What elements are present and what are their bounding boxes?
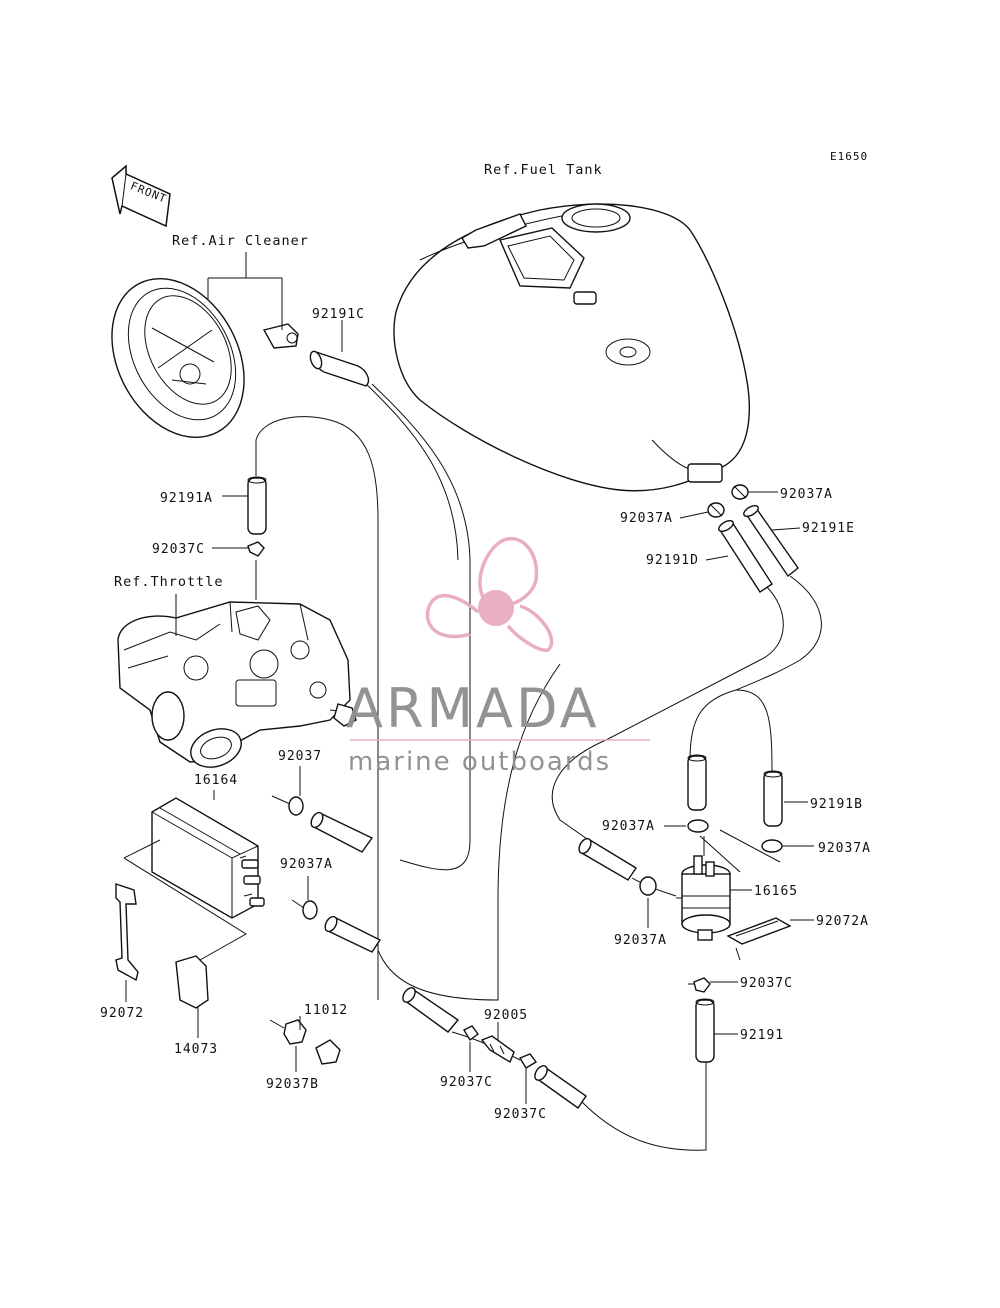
label-16164: 16164 <box>194 773 238 788</box>
label-92191a: 92191A <box>160 491 213 506</box>
label-92037a-tank-left: 92037A <box>620 511 673 526</box>
fuel-pump-16165-illustration <box>676 855 731 941</box>
diagram-code: E1650 <box>830 150 868 163</box>
clamp-92037c-pump <box>688 977 711 993</box>
label-14073: 14073 <box>174 1042 218 1057</box>
label-92037c-mid: 92037C <box>440 1075 493 1090</box>
hose-canister-lower <box>324 915 382 953</box>
label-11012: 11012 <box>304 1003 348 1018</box>
label-92191d: 92191D <box>646 553 699 568</box>
clamp-92037c-mid <box>463 1025 479 1042</box>
canister-16164-illustration <box>151 797 265 919</box>
cap-11012-illustration <box>315 1039 341 1065</box>
watermark-brand: ARMADA <box>346 677 600 740</box>
ref-fuel-tank-label: Ref.Fuel Tank <box>484 162 603 178</box>
pad-14073-illustration <box>175 955 209 1009</box>
label-92037b: 92037B <box>266 1077 319 1092</box>
label-92037a-pump-right: 92037A <box>818 841 871 856</box>
label-92037c-bottom: 92037C <box>494 1107 547 1122</box>
hose-canister-upper <box>310 811 374 853</box>
clamp-92037a-pump-top <box>687 819 709 833</box>
clamp-92037a-canister <box>291 899 318 920</box>
clamps <box>240 484 783 1069</box>
label-92072: 92072 <box>100 1006 144 1021</box>
clamp-92037a-tank-right <box>731 484 749 500</box>
clamp-92037a-tank-left <box>707 502 725 518</box>
clamp-92037c-bottom <box>518 1053 538 1069</box>
hose-92191d <box>718 520 773 593</box>
throttle-body-illustration <box>117 601 357 768</box>
clamp-92037b-illustration <box>269 1019 307 1045</box>
label-leaders <box>125 320 814 1104</box>
hose-lower-left <box>402 987 460 1033</box>
watermark-tagline: marine outboards <box>348 747 611 777</box>
air-cleaner-leader <box>207 252 283 330</box>
hose-92191 <box>695 998 715 1063</box>
label-92037a-canister: 92037A <box>280 857 333 872</box>
clamp-92037a-pump-right <box>761 839 783 853</box>
label-92072a: 92072A <box>816 914 869 929</box>
watermark: ARMADA marine outboards <box>346 536 650 777</box>
part-labels: 92191C 92191A 92037C 92037A 92037A 92191… <box>100 307 871 1122</box>
clamp-92037 <box>271 795 304 816</box>
clamp-92037c-top <box>240 541 265 557</box>
hose-segments <box>247 350 799 1109</box>
hose-pump-inlet <box>578 837 637 881</box>
label-92037c-top: 92037C <box>152 542 205 557</box>
label-92037a-pump-bottom: 92037A <box>614 933 667 948</box>
front-arrow-icon: FRONT <box>111 164 171 228</box>
label-16165: 16165 <box>754 884 798 899</box>
propeller-logo-icon <box>425 536 554 652</box>
label-92191c: 92191C <box>312 307 365 322</box>
hose-92191b <box>687 754 783 827</box>
label-92191: 92191 <box>740 1028 784 1043</box>
fuel-tank-illustration <box>393 203 751 492</box>
label-92191e: 92191E <box>802 521 855 536</box>
hose-92191c <box>309 350 370 387</box>
label-92037: 92037 <box>278 749 322 764</box>
hose-92191e <box>743 505 799 578</box>
ref-air-cleaner-label: Ref.Air Cleaner <box>172 233 309 249</box>
bracket-92072-illustration <box>115 883 139 982</box>
hose-lower-right <box>534 1065 587 1109</box>
label-92191b: 92191B <box>810 797 863 812</box>
hose-92191a <box>247 476 267 535</box>
pump-bracket-92072a-illustration <box>726 917 792 961</box>
label-92037a-pump-top: 92037A <box>602 819 655 834</box>
label-92037c-pump: 92037C <box>740 976 793 991</box>
canister-bracket-leader <box>123 839 247 961</box>
label-92005: 92005 <box>484 1008 528 1023</box>
air-cleaner-illustration <box>111 277 299 439</box>
clamp-92037a-pump-bottom <box>639 876 657 896</box>
label-92037a-tank-right: 92037A <box>780 487 833 502</box>
fitting-92005-illustration <box>480 1035 515 1064</box>
ref-throttle-label: Ref.Throttle <box>114 574 224 590</box>
